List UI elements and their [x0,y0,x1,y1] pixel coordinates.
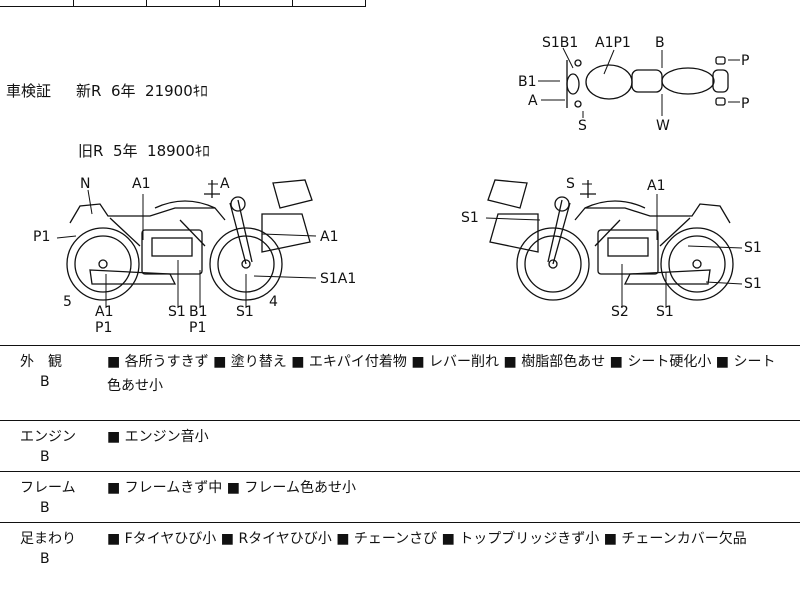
right-s1-bot: S1 [656,304,674,320]
left-p1-bot2: P1 [189,320,206,336]
right-s2: S2 [611,304,629,320]
right-a1-top: A1 [647,178,665,194]
top-a: A [528,93,538,109]
row-grade: B [40,449,50,465]
shaken-label: 車検証 [6,82,52,100]
top-s1b1: S1B1 [542,35,578,51]
top-view-leaders [538,47,740,118]
row-items: ■ エンジン音小 [107,429,209,445]
row-frame: フレーム B ■ フレームきず中 ■ フレーム色あせ小 [0,472,800,523]
row-suspension: 足まわり B ■ Fタイヤひび小 ■ Rタイヤひび小 ■ チェーンさび ■ トッ… [0,523,800,599]
left-p1-bot: P1 [95,320,112,336]
top-b: B [655,35,665,51]
left-s1a1: S1A1 [320,271,356,287]
row-grade: B [40,500,50,516]
left-a1-top: A1 [132,176,150,192]
top-w: W [656,118,670,134]
right-side-bike [487,179,734,301]
condition-table: 外 観 B ■ 各所うすきず ■ 塗り替え ■ エキパイ付着物 ■ レバー削れ … [0,346,800,599]
left-side-leaders [56,183,317,308]
left-a1-right: A1 [320,229,338,245]
row-category: フレーム [20,480,76,496]
left-s1: S1 [168,304,186,320]
inspection-figure: 車検証 新R 6年 21900ｷﾛ 旧R 5年 18900ｷﾛ [0,8,800,346]
right-s1-left: S1 [461,210,479,226]
right-s1-r2: S1 [744,276,762,292]
left-side-bike [66,179,313,301]
right-side-leaders [485,183,743,308]
motorcycle-diagrams: S1B1 A1P1 B P B1 A S W P [33,35,762,336]
left-a-top: A [220,176,230,192]
row-items: ■ 各所うすきず ■ 塗り替え ■ エキパイ付着物 ■ レバー削れ ■ 樹脂部色… [107,354,776,394]
top-p-bottom: P [741,96,749,112]
left-b1: B1 [189,304,208,320]
row-exterior: 外 観 B ■ 各所うすきず ■ 塗り替え ■ エキパイ付着物 ■ レバー削れ … [0,346,800,421]
shaken-block: 車検証 新R 6年 21900ｷﾛ 旧R 5年 18900ｷﾛ [6,41,210,201]
shaken-old: 旧R 5年 18900ｷﾛ [78,142,210,160]
right-s-top: S [566,176,575,192]
left-s1-bot: S1 [236,304,254,320]
shaken-new: 新R 6年 21900ｷﾛ [76,82,208,100]
top-a1p1: A1P1 [595,35,631,51]
left-num5: 5 [63,294,72,310]
row-grade: B [40,551,50,567]
top-b1: B1 [518,74,537,90]
top-view-bike [566,56,729,108]
top-s: S [578,118,587,134]
row-items: ■ Fタイヤひび小 ■ Rタイヤひび小 ■ チェーンさび ■ トップブリッジきず… [107,531,747,547]
top-p: P [741,53,749,69]
row-category: エンジン [20,429,76,445]
left-num4: 4 [269,294,278,310]
row-items: ■ フレームきず中 ■ フレーム色あせ小 [107,480,356,496]
row-category: 外 観 [20,354,62,370]
left-a1-bot: A1 [95,304,113,320]
top-strip [0,0,800,8]
left-n: N [80,176,90,192]
row-engine: エンジン B ■ エンジン音小 [0,421,800,472]
row-category: 足まわり [20,531,76,547]
left-p1: P1 [33,229,50,245]
row-grade: B [40,374,50,390]
right-s1-r1: S1 [744,240,762,256]
